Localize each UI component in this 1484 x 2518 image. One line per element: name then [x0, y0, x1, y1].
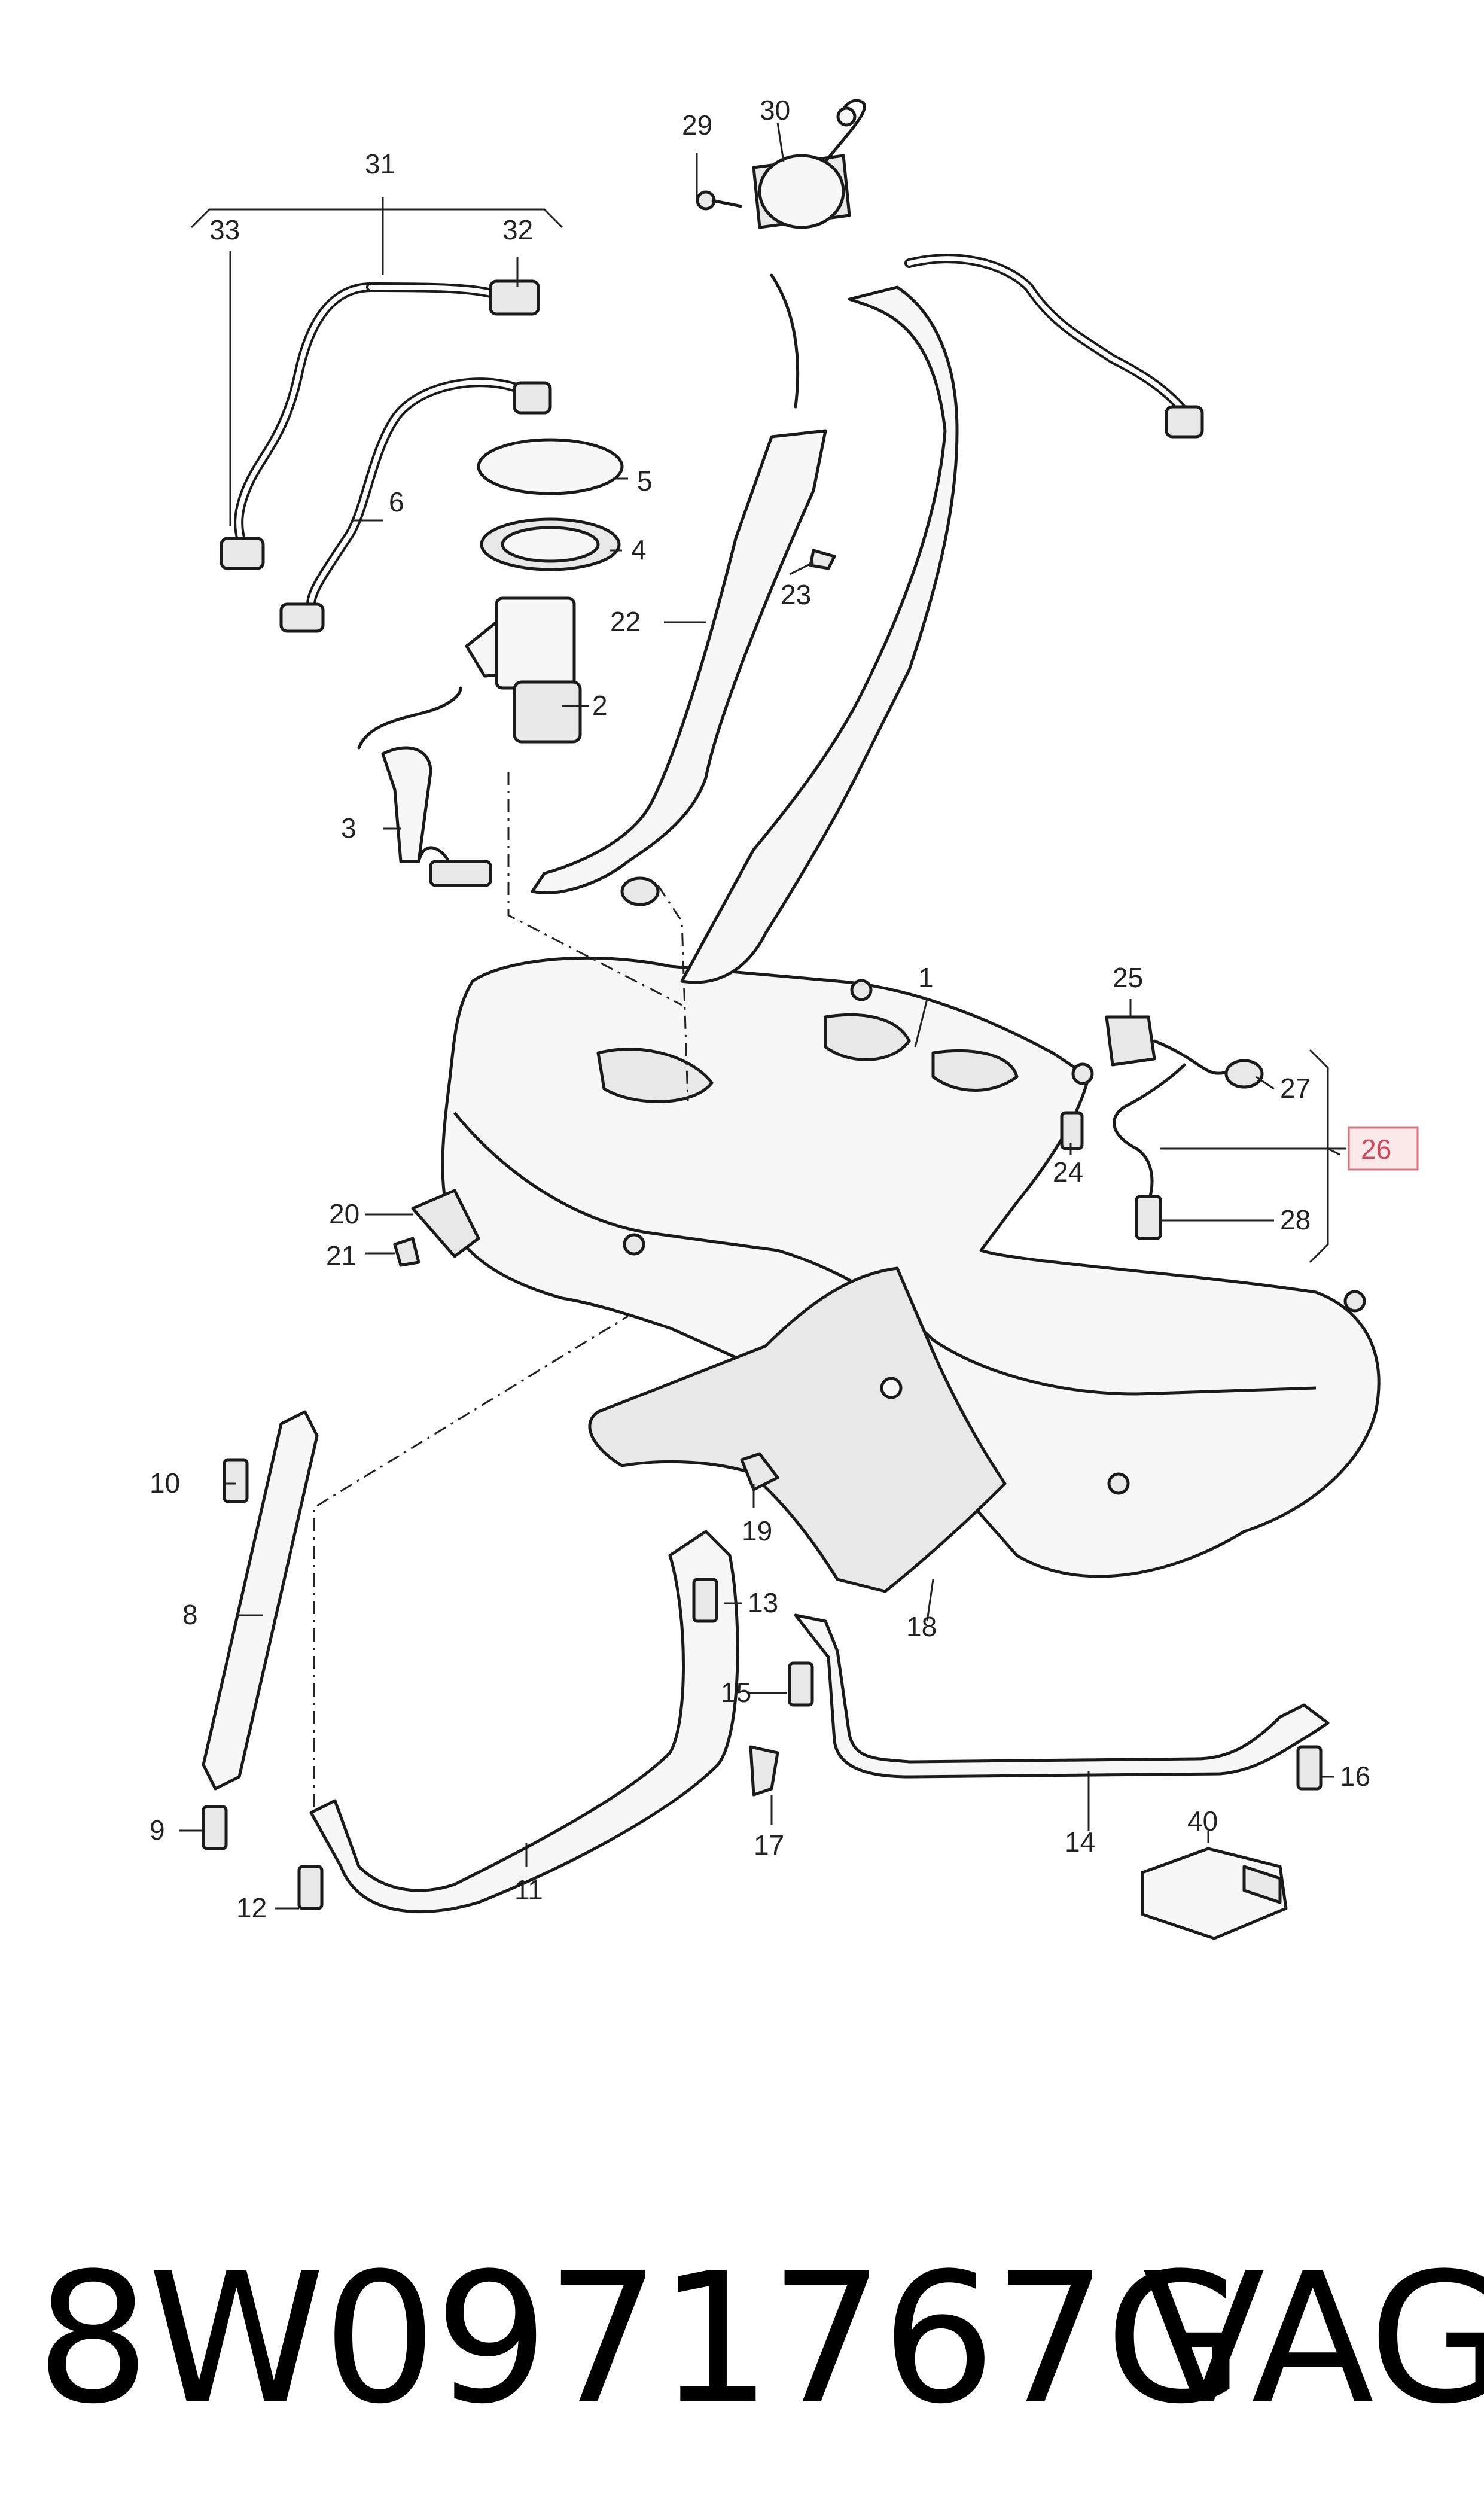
- callout-40: 40: [1187, 1805, 1218, 1837]
- callout-18: 18: [906, 1611, 937, 1642]
- callout-17: 17: [754, 1829, 784, 1861]
- fuel-pump-assembly: [465, 438, 624, 744]
- callout-29: 29: [682, 109, 712, 141]
- part-number: 8W0971767G: [36, 2234, 1244, 2443]
- callout-labels: 29 30 31 33 32 5 4 6 2 3 22 23 1 25 27 2…: [150, 95, 1419, 1923]
- callout-30: 30: [760, 95, 790, 126]
- filler-neck: [531, 285, 959, 984]
- callout-23: 23: [781, 579, 811, 610]
- callout-25: 25: [1113, 962, 1143, 993]
- heat-shield: [588, 1266, 1007, 1593]
- callout-12: 12: [236, 1892, 267, 1923]
- leader-lines: [179, 122, 1346, 1910]
- callout-32: 32: [502, 214, 533, 245]
- callout-26-highlight: [1348, 1126, 1419, 1171]
- callout-1: 1: [918, 962, 934, 993]
- callout-33: 33: [209, 214, 240, 245]
- tank-strap-11: [309, 1530, 739, 1914]
- callout-4: 4: [631, 534, 647, 565]
- breather-connector: [1165, 405, 1204, 439]
- callout-3: 3: [341, 812, 356, 844]
- callout-24: 24: [1053, 1156, 1083, 1188]
- callout-11: 11: [514, 1874, 543, 1905]
- callout-22: 22: [610, 606, 641, 637]
- callout-15: 15: [721, 1677, 751, 1708]
- callout-5: 5: [637, 465, 653, 497]
- callout-13: 13: [748, 1587, 778, 1618]
- bolts: [202, 549, 1323, 1910]
- callout-19: 19: [742, 1515, 772, 1546]
- callout-14: 14: [1065, 1826, 1095, 1858]
- tank-strap-14: [794, 1613, 1330, 1779]
- callout-6: 6: [389, 486, 404, 517]
- control-module: [1141, 1847, 1288, 1940]
- tank-strap-8: [202, 1410, 319, 1791]
- exploded-parts-diagram: 29 30 31 33 32 5 4 6 2 3 22 23 1 25 27 2…: [150, 95, 1419, 1940]
- callout-9: 9: [150, 1814, 165, 1846]
- part-20-21: [393, 1189, 480, 1267]
- callout-10: 10: [150, 1467, 180, 1499]
- fuel-tank: [441, 956, 1381, 1578]
- callout-27: 27: [1280, 1073, 1311, 1104]
- callout-16: 16: [1340, 1761, 1370, 1792]
- screw-29: [696, 190, 742, 211]
- level-sender: [357, 686, 492, 887]
- callout-28: 28: [1280, 1204, 1311, 1235]
- callout-2: 2: [592, 690, 608, 721]
- callout-8: 8: [182, 1599, 198, 1630]
- brand-label: VAG: [1142, 2234, 1484, 2443]
- callout-26: 26: [1361, 1134, 1391, 1165]
- callout-20: 20: [329, 1198, 359, 1229]
- harness-26: [1105, 1015, 1264, 1240]
- callout-21: 21: [326, 1240, 356, 1271]
- filler-cap: [752, 99, 866, 229]
- callout-31: 31: [365, 148, 395, 179]
